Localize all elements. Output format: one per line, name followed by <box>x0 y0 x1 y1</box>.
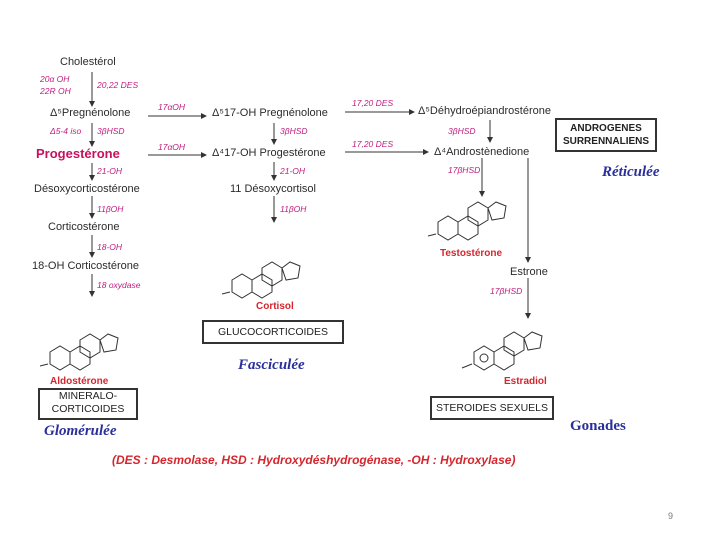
enzyme-3bhsd-2: 3βHSD <box>280 126 308 136</box>
compound-androstenedione: Δ⁴Androstènedione <box>434 146 530 158</box>
hormone-aldosterone: Aldostérone <box>50 376 109 387</box>
box-mineralo-line1: MINERALO- <box>58 390 118 402</box>
box-androgenes-line1: ANDROGENES <box>570 123 642 134</box>
box-androgenes-surrenaliens: ANDROGENES SURRENNALIENS <box>555 118 657 152</box>
enzyme-11boh-1: 11βOH <box>97 204 124 214</box>
hormone-estradiol: Estradiol <box>504 376 547 387</box>
box-mineralocorticoides: MINERALO- CORTICOIDES <box>38 388 138 420</box>
compound-desoxycorticosterone: Désoxycorticostérone <box>34 183 140 195</box>
compound-corticosterone: Corticostérone <box>48 221 120 233</box>
enzyme-22r-oh: 22R OH <box>40 86 71 96</box>
box-steroides-sexuels: STEROIDES SEXUELS <box>430 396 554 420</box>
enzyme-20a-oh: 20α OH <box>40 74 70 84</box>
legend-text: (DES : Desmolase, HSD : Hydroxydéshydrog… <box>112 453 516 467</box>
page-number: 9 <box>668 511 674 521</box>
zone-glomerulee: Glomérulée <box>44 423 117 439</box>
enzyme-3bhsd-3: 3βHSD <box>448 126 476 136</box>
zone-reticulee: Réticulée <box>602 164 660 180</box>
enzyme-17aoh-2: 17αOH <box>158 142 186 152</box>
hormone-testosterone: Testostérone <box>440 248 503 259</box>
compound-progesterone: Progestérone <box>36 146 120 161</box>
enzyme-17aoh-1: 17αOH <box>158 102 186 112</box>
hormone-cortisol: Cortisol <box>256 301 294 312</box>
box-glucocorticoides: GLUCOCORTICOIDES <box>202 320 344 344</box>
compound-pregnenolone: Δ⁵Pregnénolone <box>50 107 131 119</box>
compound-dhea: Δ⁵Déhydroépiandrostérone <box>418 105 551 117</box>
enzyme-3bhsd-1: 3βHSD <box>97 126 125 136</box>
compound-estrone: Estrone <box>510 266 548 278</box>
enzyme-18oh: 18-OH <box>97 242 123 252</box>
enzyme-20-22-des: 20,22 DES <box>97 80 139 90</box>
zone-fasciculee: Fasciculée <box>238 357 305 373</box>
enzyme-17-20-des-2: 17,20 DES <box>352 139 394 149</box>
compound-17oh-pregnenolone: Δ⁵17-OH Pregnénolone <box>212 107 328 119</box>
enzyme-iso: Δ5-4 iso <box>50 126 82 136</box>
zone-gonades: Gonades <box>570 418 626 434</box>
enzyme-11boh-2: 11βOH <box>280 204 307 214</box>
enzyme-17-20-des-1: 17,20 DES <box>352 98 394 108</box>
compound-cholesterol: Cholestérol <box>60 56 116 68</box>
enzyme-18-oxydase: 18 oxydase <box>97 280 141 290</box>
compound-18oh-corticosterone: 18-OH Corticostérone <box>32 260 139 272</box>
enzyme-21oh-2: 21-OH <box>280 166 306 176</box>
enzyme-17bhsd-1: 17βHSD <box>448 165 481 175</box>
compound-11-desoxycortisol: 11 Désoxycortisol <box>230 183 316 195</box>
box-androgenes-line2: SURRENNALIENS <box>562 136 650 147</box>
enzyme-21oh-1: 21-OH <box>97 166 123 176</box>
enzyme-17bhsd-2: 17βHSD <box>490 286 523 296</box>
box-mineralo-line2: CORTICOIDES <box>51 403 125 415</box>
compound-17oh-progesterone: Δ⁴17-OH Progestérone <box>212 147 326 159</box>
